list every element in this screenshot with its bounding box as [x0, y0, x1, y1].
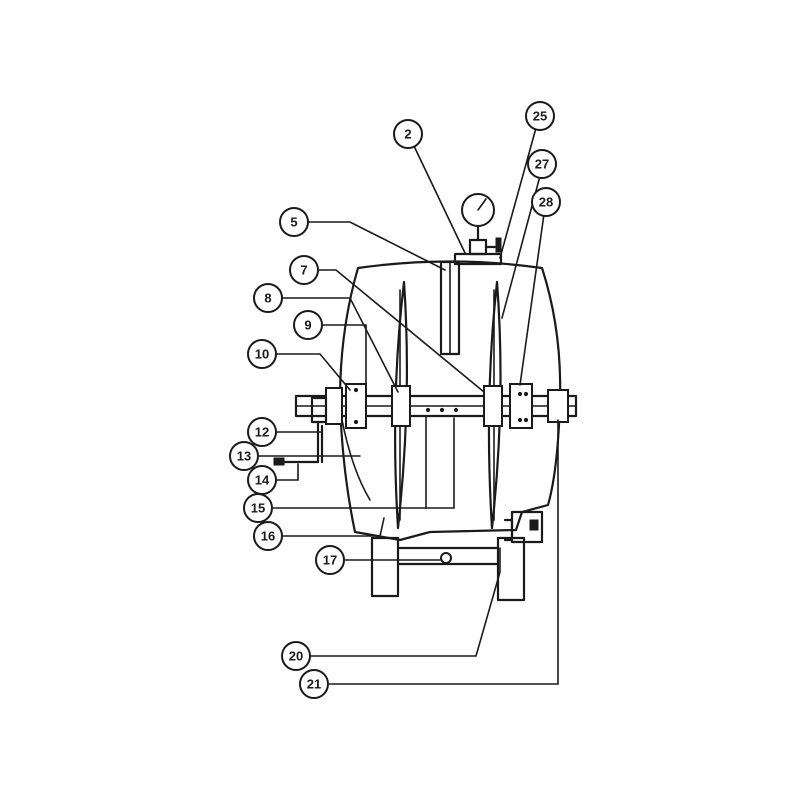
callout-25: 25	[525, 101, 555, 131]
filter-discs	[393, 280, 502, 530]
callout-8: 8	[253, 283, 283, 313]
callout-label: 17	[323, 553, 337, 568]
callout-7: 7	[289, 255, 319, 285]
callout-label: 8	[264, 291, 271, 306]
callout-label: 16	[261, 529, 275, 544]
callout-label: 2	[404, 127, 411, 142]
callout-label: 20	[289, 649, 303, 664]
callout-label: 7	[300, 263, 307, 278]
callout-28: 28	[531, 187, 561, 217]
base-stand	[370, 510, 544, 602]
callout-label: 10	[255, 347, 269, 362]
callout-27: 27	[527, 149, 557, 179]
callout-10: 10	[247, 339, 277, 369]
callout-21: 21	[299, 669, 329, 699]
callout-label: 15	[251, 501, 265, 516]
callout-17: 17	[315, 545, 345, 575]
callout-20: 20	[281, 641, 311, 671]
pressure-gauge-icon	[453, 193, 503, 266]
callout-12: 12	[247, 417, 277, 447]
callout-label: 13	[237, 449, 251, 464]
main-shaft	[294, 383, 578, 429]
callout-16: 16	[253, 521, 283, 551]
callout-label: 9	[304, 318, 311, 333]
callout-label: 5	[290, 215, 297, 230]
callout-13: 13	[229, 441, 259, 471]
callout-label: 14	[255, 473, 270, 488]
callout-15: 15	[243, 493, 273, 523]
callout-label: 27	[535, 157, 549, 172]
callout-label: 28	[539, 195, 553, 210]
callout-9: 9	[293, 310, 323, 340]
callout-label: 12	[255, 425, 269, 440]
callout-14: 14	[247, 465, 277, 495]
callout-5: 5	[279, 207, 309, 237]
inlet-pipe	[439, 260, 461, 356]
callout-label: 21	[307, 677, 321, 692]
leader-lines	[257, 127, 559, 685]
callout-2: 2	[393, 119, 423, 149]
callout-label: 25	[533, 109, 547, 124]
